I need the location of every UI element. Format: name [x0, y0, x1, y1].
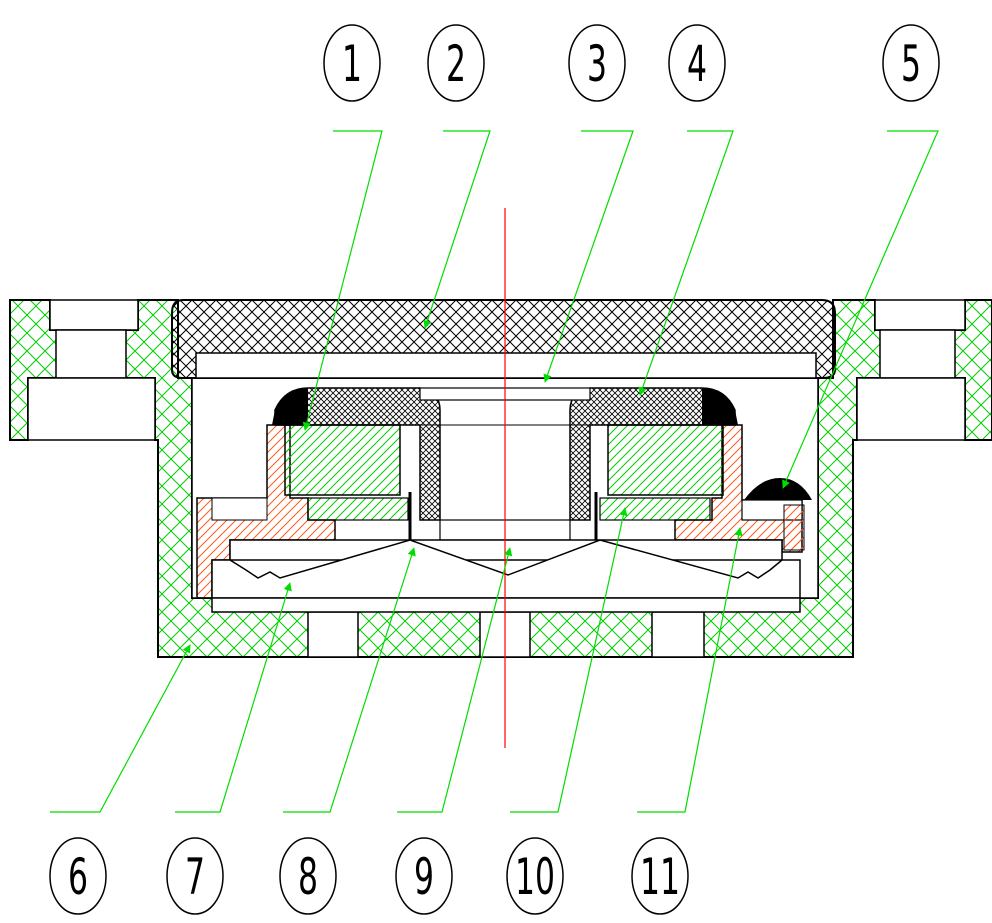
callout-label-7: 7: [185, 848, 205, 906]
callout-circle-3: [568, 24, 626, 102]
callout-label-6: 6: [68, 848, 88, 906]
callout-label-11: 11: [640, 848, 680, 906]
leader-5: [782, 130, 939, 489]
magnet-left: [284, 424, 401, 496]
leader-3: [543, 130, 634, 383]
callout-circle-8: [279, 837, 337, 915]
leader-6: [50, 644, 191, 813]
callout-label-5: 5: [901, 35, 921, 93]
top-leader-lines: [302, 130, 939, 489]
cover-plate: [195, 352, 817, 379]
bottom-leader-lines: [50, 507, 743, 813]
leader-4: [638, 130, 734, 396]
callout-circle-10: [506, 837, 564, 915]
terminal: [741, 478, 812, 551]
leader-7: [175, 582, 292, 813]
callout-circle-1: [323, 24, 381, 102]
leader-8: [283, 547, 416, 813]
callout-label-4: 4: [687, 35, 707, 93]
callout-label-8: 8: [298, 848, 318, 906]
callout-label-2: 2: [446, 35, 466, 93]
top-callouts: 1 2 3 4 5: [323, 24, 940, 102]
diaphragm-plate: [229, 539, 783, 561]
callout-circle-5: [882, 24, 940, 102]
diaphragm: [211, 539, 801, 599]
outer-housing: [9, 299, 992, 658]
callout-label-3: 3: [587, 35, 607, 93]
bottom-plate: [211, 597, 801, 613]
pole-plate-left: [307, 497, 409, 521]
magnet-right: [607, 424, 724, 496]
callout-label-1: 1: [342, 35, 362, 93]
surround-gasket: [272, 387, 738, 521]
leader-11: [637, 527, 743, 813]
bottom-callouts: 6 7 8 9 10 11: [49, 837, 689, 915]
callout-circle-9: [395, 837, 453, 915]
leader-10: [510, 507, 628, 813]
leader-9: [397, 547, 513, 813]
callout-circle-2: [427, 24, 485, 102]
callout-circle-4: [668, 24, 726, 102]
leader-2: [423, 130, 491, 329]
pole-plate-right: [599, 497, 711, 521]
callout-circle-11: [631, 837, 689, 915]
leader-1: [302, 130, 383, 431]
callout-circle-6: [49, 837, 107, 915]
callout-circle-7: [166, 837, 224, 915]
callout-label-9: 9: [414, 848, 434, 906]
callout-label-10: 10: [515, 848, 555, 906]
